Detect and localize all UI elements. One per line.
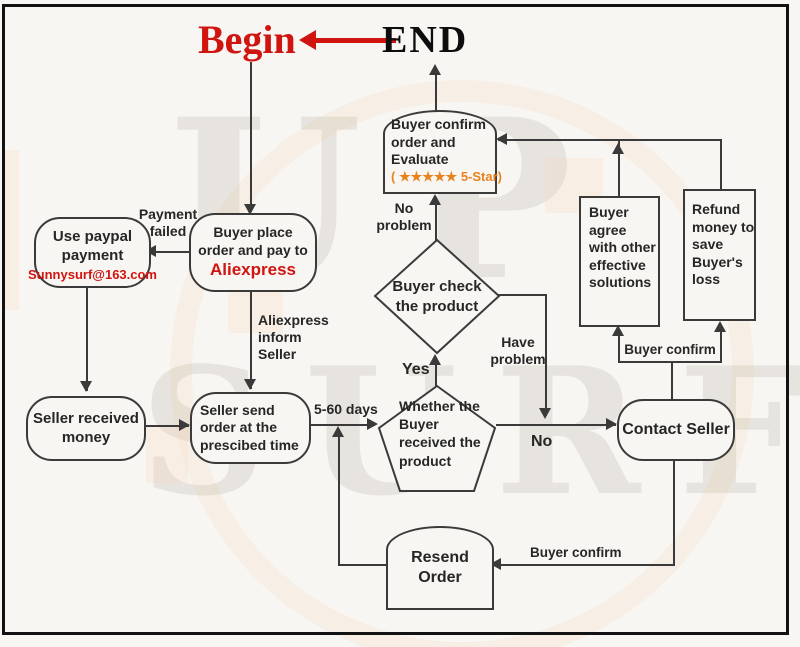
connector-place-order-to-seller-send bbox=[250, 288, 252, 389]
connector-bar-to-contact bbox=[671, 361, 673, 401]
arrowhead-icon bbox=[332, 426, 344, 437]
label-payment-failed: Payment failed bbox=[138, 206, 198, 239]
arrowhead-icon bbox=[612, 143, 624, 154]
watermark-patch bbox=[146, 425, 188, 483]
connector-have-problem-h bbox=[498, 294, 547, 296]
node-seller-received: Seller received money bbox=[26, 396, 146, 461]
connector-received-to-send bbox=[142, 425, 189, 427]
label-aliexpress-inform: Aliexpress inform Seller bbox=[258, 312, 329, 362]
arrowhead-icon bbox=[490, 558, 501, 570]
node-paypal: Use paypal payment Sunnysurf@163.com bbox=[28, 217, 157, 288]
connector-begin-to-place-order bbox=[250, 62, 252, 208]
node-paypal-text: Use paypal payment bbox=[52, 227, 133, 264]
connector-contact-down bbox=[673, 456, 675, 566]
connector-resend-up bbox=[338, 431, 340, 566]
arrowhead-icon bbox=[429, 354, 441, 365]
arrowhead-icon bbox=[367, 418, 378, 430]
label-no: No bbox=[531, 433, 553, 450]
node-seller-received-text: Seller received money bbox=[33, 409, 139, 446]
arrowhead-icon bbox=[429, 194, 441, 205]
node-evaluate: Buyer confirm order and Evaluate ( ★★★★★… bbox=[383, 110, 502, 194]
node-paypal-email: Sunnysurf@163.com bbox=[28, 266, 157, 282]
begin-label: Begin bbox=[198, 17, 296, 62]
connector-yes bbox=[435, 357, 437, 386]
node-evaluate-rating: ( ★★★★★ 5-Star) bbox=[391, 168, 503, 184]
arrowhead-icon bbox=[244, 204, 256, 215]
node-place-order-text: Buyer place order and pay to bbox=[198, 224, 308, 258]
arrowhead-icon bbox=[429, 64, 441, 75]
node-resend-order: Resend Order bbox=[386, 526, 494, 610]
connector-solutions-to-evaluate bbox=[498, 139, 722, 141]
connector-no-to-contact bbox=[496, 424, 616, 426]
node-refund: Refund money to save Buyer's loss bbox=[683, 189, 756, 321]
arrowhead-icon bbox=[80, 381, 92, 392]
connector-confirm-left-riser bbox=[618, 329, 620, 363]
arrowhead-icon bbox=[496, 133, 507, 145]
node-buyer-check-text: Buyer check the product bbox=[392, 278, 482, 315]
arrowhead-icon bbox=[539, 408, 551, 419]
arrowhead-icon bbox=[606, 418, 617, 430]
node-place-order: Buyer place order and pay to Aliexpress bbox=[189, 213, 317, 292]
connector-send-to-pentagon bbox=[311, 424, 375, 426]
node-buyer-agree-text: Buyer agree with other effective solutio… bbox=[589, 204, 656, 290]
node-evaluate-text: Buyer confirm order and Evaluate bbox=[391, 116, 486, 167]
label-have-problem: Have problem bbox=[490, 334, 546, 367]
connector-paypal-to-seller-received bbox=[86, 284, 88, 391]
connector-have-problem-v bbox=[545, 294, 547, 416]
end-label: END bbox=[382, 19, 469, 61]
label-no-problem: No problem bbox=[376, 200, 432, 233]
arrowhead-icon bbox=[244, 379, 256, 390]
connector-confirm-bar bbox=[618, 361, 722, 363]
connector-contact-to-resend bbox=[498, 564, 675, 566]
connector-resend-left bbox=[339, 564, 388, 566]
connector-payment-failed bbox=[149, 251, 191, 253]
watermark-patch bbox=[228, 288, 283, 333]
connector-confirm-right-riser bbox=[720, 325, 722, 363]
connector-evaluate-to-end bbox=[435, 68, 437, 112]
connector-no-problem bbox=[435, 197, 437, 241]
node-seller-send: Seller send order at the prescibed time bbox=[190, 392, 311, 464]
label-buyer-confirm-solutions: Buyer confirm bbox=[624, 342, 716, 357]
arrowhead-icon bbox=[179, 419, 190, 431]
label-yes: Yes bbox=[402, 361, 430, 378]
node-buyer-agree: Buyer agree with other effective solutio… bbox=[579, 196, 660, 327]
node-resend-order-text: Resend Order bbox=[411, 549, 469, 586]
end-to-begin-arrowhead-icon bbox=[299, 30, 316, 50]
node-refund-text: Refund money to save Buyer's loss bbox=[692, 201, 755, 287]
end-to-begin-arrow bbox=[314, 38, 396, 43]
node-contact-seller: Contact Seller bbox=[617, 399, 735, 461]
node-place-order-platform: Aliexpress bbox=[210, 260, 296, 280]
arrowhead-icon bbox=[612, 325, 624, 336]
node-seller-send-text: Seller send order at the prescibed time bbox=[200, 401, 299, 453]
label-buyer-confirm-resend: Buyer confirm bbox=[530, 545, 622, 560]
node-contact-seller-text: Contact Seller bbox=[622, 421, 730, 438]
label-shipping-days: 5-60 days bbox=[314, 401, 378, 417]
arrowhead-icon bbox=[714, 321, 726, 332]
connector-agree-riser bbox=[618, 141, 620, 196]
node-whether-received-text: Whether the Buyer received the product bbox=[399, 398, 481, 469]
connector-refund-riser bbox=[720, 141, 722, 191]
watermark-patch bbox=[3, 150, 19, 310]
